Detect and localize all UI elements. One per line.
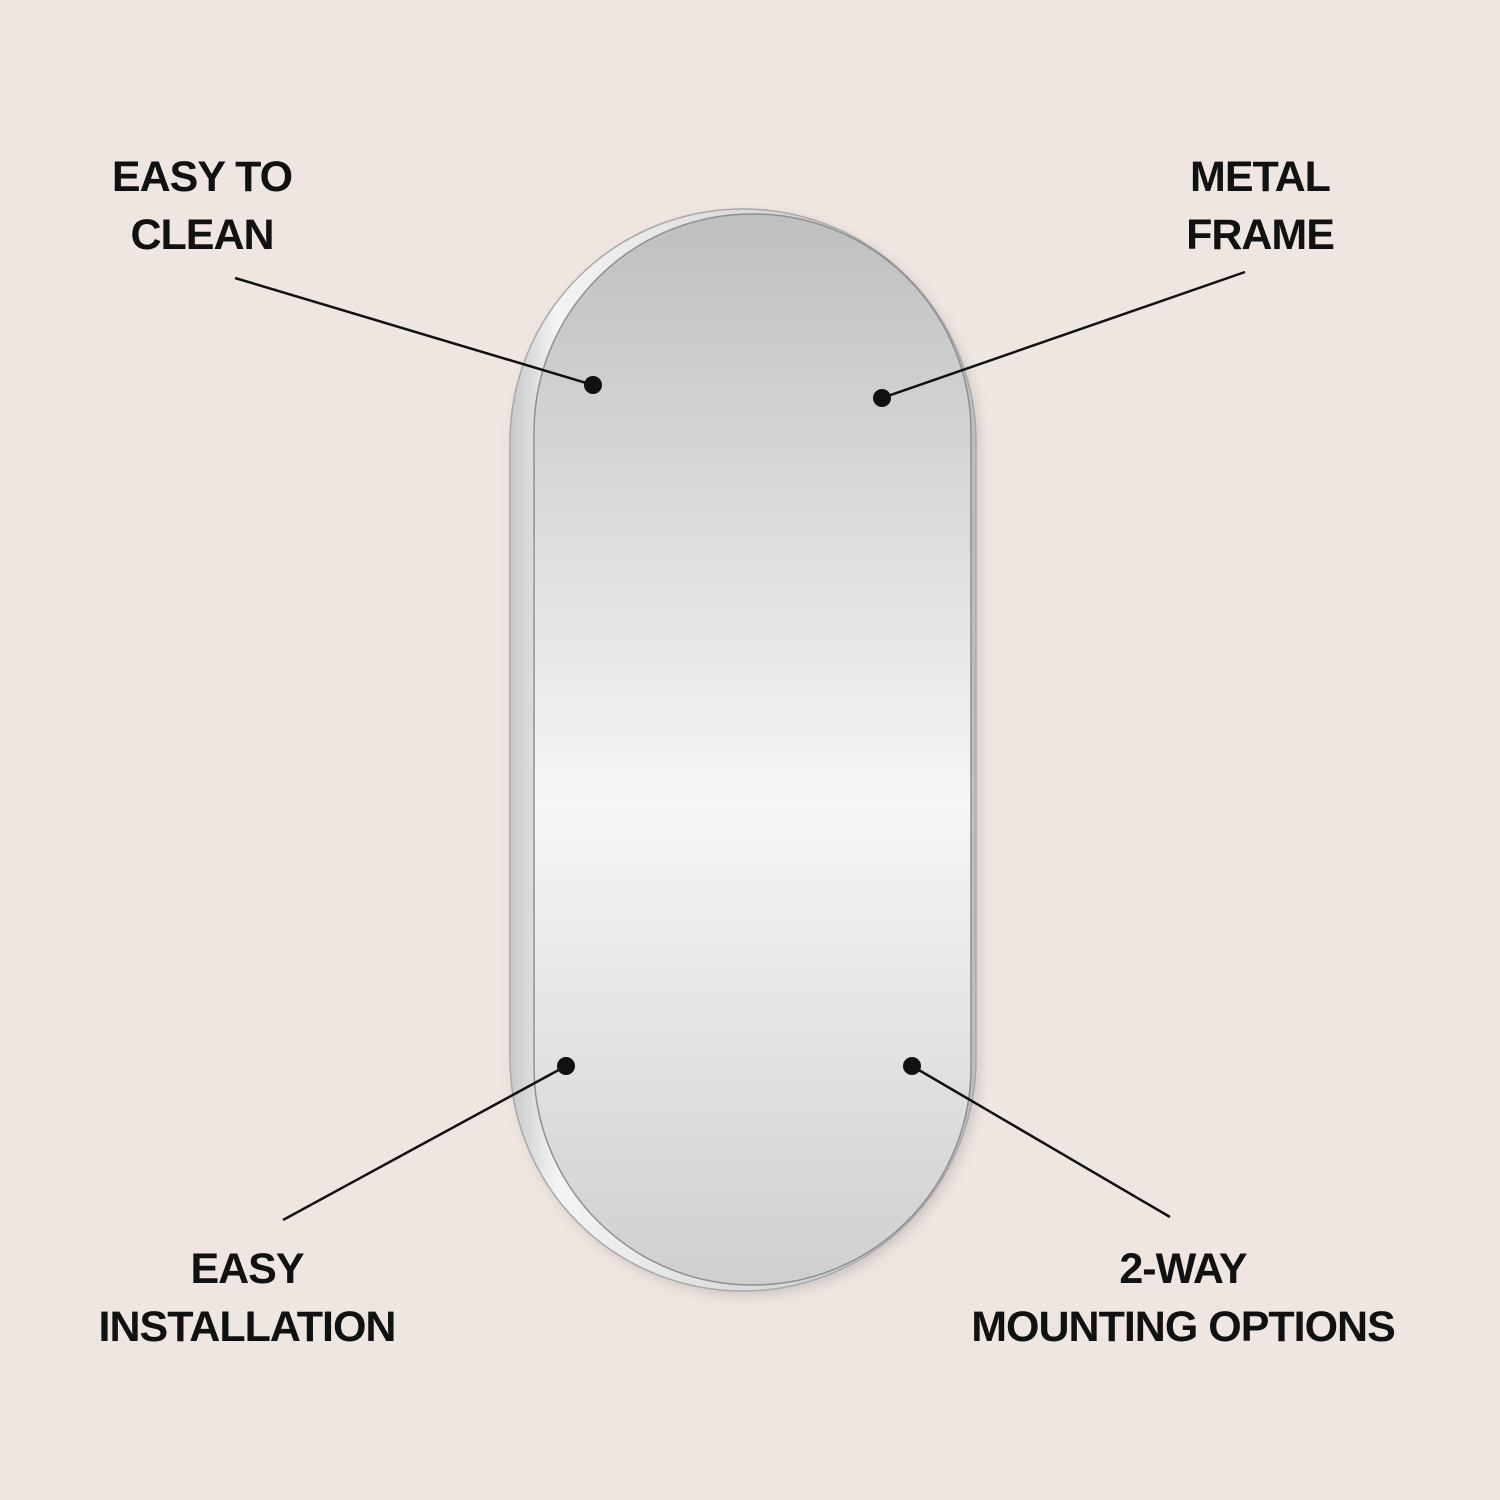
callout-text-line1: METAL — [1190, 153, 1331, 201]
callout-line-frame — [881, 270, 1246, 400]
callout-dot-mounting — [903, 1057, 921, 1075]
callout-text-line2: CLEAN — [130, 211, 274, 259]
callout-text-line2: INSTALLATION — [98, 1303, 397, 1351]
callout-easy-to-clean: EASY TO CLEAN — [111, 148, 293, 264]
callout-dot-clean — [584, 376, 602, 394]
callout-line-clean — [234, 276, 594, 387]
callout-dot-installation — [557, 1057, 575, 1075]
callout-text-line1: EASY — [190, 1245, 304, 1293]
callout-mounting-options: 2-WAY MOUNTING OPTIONS — [971, 1240, 1396, 1356]
callout-metal-frame: METAL FRAME — [1186, 148, 1335, 264]
callout-dot-frame — [873, 389, 891, 407]
callout-text-line1: 2-WAY — [1119, 1245, 1247, 1293]
callout-line-mounting — [911, 1064, 1171, 1219]
callout-text-line2: FRAME — [1186, 211, 1335, 259]
callout-line-installation — [282, 1064, 567, 1222]
callout-easy-installation: EASY INSTALLATION — [98, 1240, 397, 1356]
mirror-glass — [533, 213, 972, 1286]
callout-text-line1: EASY TO — [111, 153, 293, 201]
callout-text-line2: MOUNTING OPTIONS — [971, 1303, 1396, 1351]
